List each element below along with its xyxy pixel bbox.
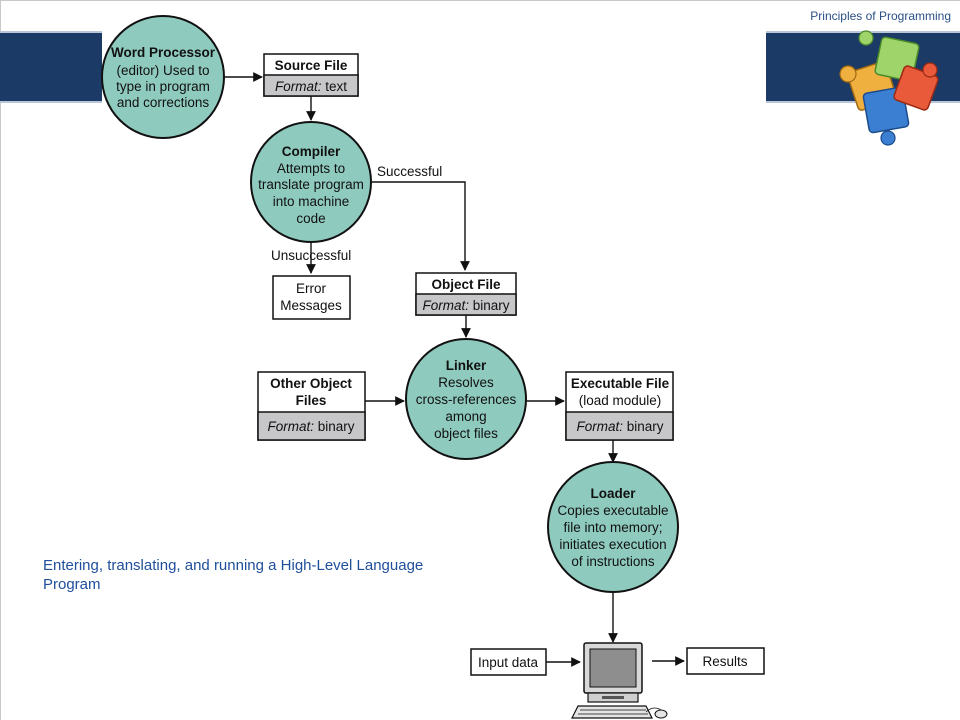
linker-line: object files bbox=[434, 426, 498, 441]
results-box: Results bbox=[686, 647, 765, 675]
word-processor-node: Word Processor (editor) Used to type in … bbox=[101, 15, 225, 139]
object-file-title: Object File bbox=[431, 277, 501, 292]
compiler-node: Compiler Attempts to translate program i… bbox=[250, 121, 372, 243]
error-messages-line: Messages bbox=[280, 298, 342, 313]
other-object-files-format: Format: binary bbox=[267, 419, 354, 434]
loader-line: of instructions bbox=[571, 554, 655, 569]
other-object-files-line: Files bbox=[296, 393, 327, 408]
executable-file-subtitle: (load module) bbox=[579, 393, 662, 408]
slide-frame-left bbox=[0, 0, 1, 720]
computer-icon bbox=[571, 642, 668, 719]
input-data-label: Input data bbox=[478, 655, 539, 670]
compiler-line: translate program bbox=[258, 177, 364, 192]
compiler-title: Compiler bbox=[282, 144, 341, 159]
linker-line: cross-references bbox=[416, 392, 517, 407]
compiler-line: into machine bbox=[273, 194, 350, 209]
arrow-successful bbox=[371, 181, 470, 271]
unsuccessful-label: Unsuccessful bbox=[271, 248, 351, 263]
compiler-line: Attempts to bbox=[277, 161, 345, 176]
executable-file-box: Executable File (load module) Format: bi… bbox=[565, 371, 674, 441]
source-file-format: Format: text bbox=[275, 79, 347, 94]
word-processor-title: Word Processor bbox=[111, 45, 216, 60]
loader-line: file into memory; bbox=[563, 520, 662, 535]
object-file-box: Object File Format: binary bbox=[415, 272, 517, 316]
loader-node: Loader Copies executable file into memor… bbox=[547, 461, 679, 593]
linker-line: among bbox=[445, 409, 486, 424]
source-file-title: Source File bbox=[275, 58, 348, 73]
linker-node: Linker Resolves cross-references among o… bbox=[405, 338, 527, 460]
error-messages-line: Error bbox=[296, 281, 327, 296]
other-object-files-line: Other Object bbox=[270, 376, 352, 391]
executable-file-format: Format: binary bbox=[576, 419, 663, 434]
error-messages-box: Error Messages bbox=[272, 275, 351, 320]
other-object-files-box: Other Object Files Format: binary bbox=[257, 371, 366, 441]
loader-line: Copies executable bbox=[557, 503, 668, 518]
word-processor-line: type in program bbox=[116, 79, 210, 94]
source-file-box: Source File Format: text bbox=[263, 53, 359, 97]
slide-frame-top bbox=[0, 0, 960, 1]
word-processor-line: and corrections bbox=[117, 95, 210, 110]
course-title: Principles of Programming bbox=[810, 9, 951, 23]
compiler-line: code bbox=[296, 211, 325, 226]
slide-caption: Entering, translating, and running a Hig… bbox=[43, 557, 424, 593]
puzzle-logo-icon bbox=[839, 30, 939, 146]
linker-line: Resolves bbox=[438, 375, 494, 390]
loader-line: initiates execution bbox=[559, 537, 666, 552]
linker-title: Linker bbox=[446, 358, 487, 373]
successful-label: Successful bbox=[377, 164, 442, 179]
loader-title: Loader bbox=[590, 486, 636, 501]
input-data-box: Input data bbox=[470, 648, 547, 676]
executable-file-title: Executable File bbox=[571, 376, 670, 391]
results-label: Results bbox=[702, 654, 747, 669]
header-band-left bbox=[0, 31, 102, 103]
object-file-format: Format: binary bbox=[422, 298, 509, 313]
word-processor-line: (editor) Used to bbox=[116, 63, 209, 78]
